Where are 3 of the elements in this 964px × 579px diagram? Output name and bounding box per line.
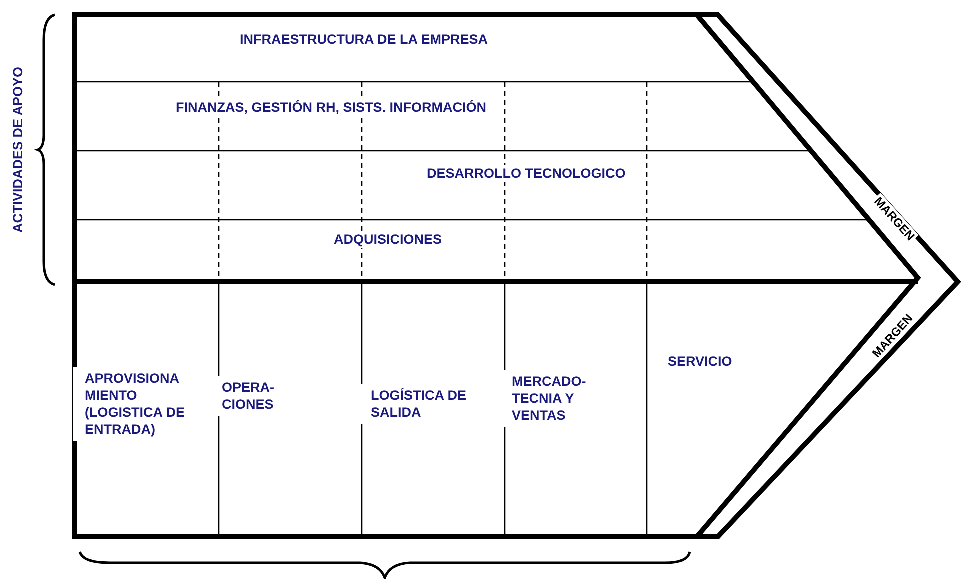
activity-label: FINANZAS, GESTIÓN RH, SISTS. INFORMACIÓN xyxy=(176,99,487,116)
section-label: ACTIVIDADES DE APOYO xyxy=(10,66,26,234)
activity-label: DESARROLLO TECNOLOGICO xyxy=(427,165,626,182)
